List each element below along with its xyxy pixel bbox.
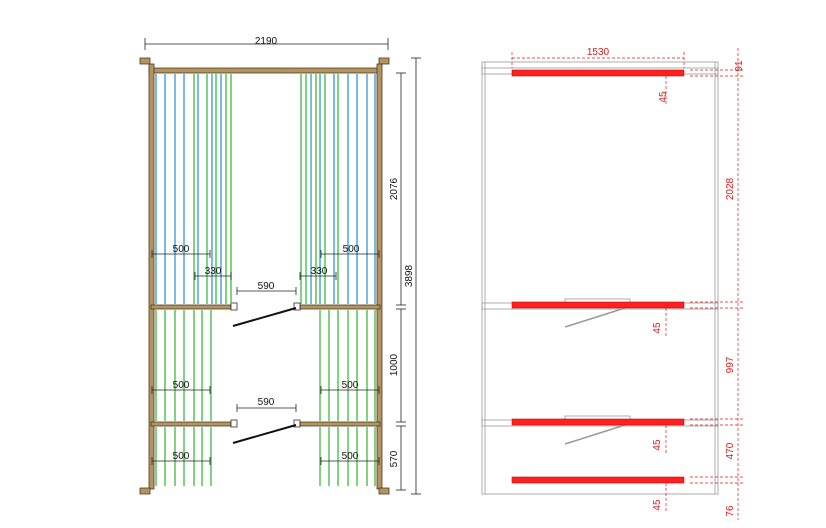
dim-room3-height: 570 bbox=[389, 450, 400, 467]
left-floor-plan: 2190 bbox=[139, 36, 421, 495]
dim-bench-mid-left: 500 bbox=[173, 380, 190, 391]
bench-slats-room3-right bbox=[319, 427, 376, 486]
dim-mid1-bar-offset: 45 bbox=[652, 322, 663, 334]
dim-top-gap: 91 bbox=[734, 60, 745, 72]
partition-1-left bbox=[150, 304, 232, 310]
vertical-dimension-lines bbox=[396, 57, 421, 495]
wall-left bbox=[148, 63, 155, 490]
door-1 bbox=[230, 302, 301, 327]
dim-top-width: 1530 bbox=[587, 47, 610, 58]
walls bbox=[139, 57, 390, 495]
bench-slats-room1-right bbox=[300, 74, 376, 304]
bench-slats-room2-left bbox=[155, 310, 212, 421]
dim-overall-height: 3898 bbox=[404, 264, 415, 287]
dim-bench-bot-left: 500 bbox=[173, 451, 190, 462]
elevation-door-swings bbox=[564, 307, 626, 445]
dim-span2: 997 bbox=[725, 356, 736, 373]
wall-top bbox=[148, 67, 382, 74]
corner-post-top-right bbox=[378, 57, 390, 65]
red-bar-mid2 bbox=[511, 418, 685, 426]
dim-door1-width: 590 bbox=[258, 281, 275, 292]
red-bar-bottom bbox=[511, 476, 685, 484]
dim-bench-right-width: 500 bbox=[343, 244, 360, 255]
dim-bottom-bar-offset: 45 bbox=[652, 499, 663, 511]
elevation-outline bbox=[481, 61, 719, 495]
dim-bottom-gap: 76 bbox=[725, 505, 736, 517]
red-bar-top bbox=[511, 69, 685, 77]
dim-bench-left-width: 500 bbox=[173, 244, 190, 255]
corner-post-bottom-right bbox=[378, 487, 390, 495]
bench-slats-room2-right bbox=[319, 310, 376, 421]
dim-door2-width: 590 bbox=[258, 397, 275, 408]
right-elevation: 1530 91 45 2028 45 997 45 470 45 76 bbox=[481, 47, 745, 520]
overall-width-dimension bbox=[144, 38, 389, 50]
corner-post-top-left bbox=[139, 57, 151, 65]
dim-span3: 470 bbox=[725, 442, 736, 459]
dim-top-bar-offset: 45 bbox=[658, 91, 669, 103]
dim-mid2-bar-offset: 45 bbox=[652, 439, 663, 451]
bench-slats-room1-left bbox=[155, 74, 232, 304]
corner-post-bottom-left bbox=[139, 487, 151, 495]
dim-bench-right-step: 330 bbox=[311, 266, 328, 277]
red-bench-bars bbox=[511, 69, 685, 484]
red-dimension-lines bbox=[511, 48, 745, 520]
dim-span1: 2028 bbox=[725, 177, 736, 200]
partition-1-right bbox=[299, 304, 381, 310]
partition-2-left bbox=[150, 421, 232, 427]
dim-bench-left-step: 330 bbox=[205, 266, 222, 277]
door-2 bbox=[230, 419, 301, 444]
red-bar-mid1 bbox=[511, 301, 685, 309]
bench-slats-room3-left bbox=[155, 427, 212, 486]
dim-bench-mid-right: 500 bbox=[342, 380, 359, 391]
internal-dimension-lines bbox=[151, 250, 380, 465]
partition-2-right bbox=[299, 421, 381, 427]
dim-room1-height: 2076 bbox=[389, 177, 400, 200]
dim-room2-height: 1000 bbox=[389, 353, 400, 376]
overall-width-label: 2190 bbox=[255, 36, 278, 47]
dim-bench-bot-right: 500 bbox=[342, 451, 359, 462]
